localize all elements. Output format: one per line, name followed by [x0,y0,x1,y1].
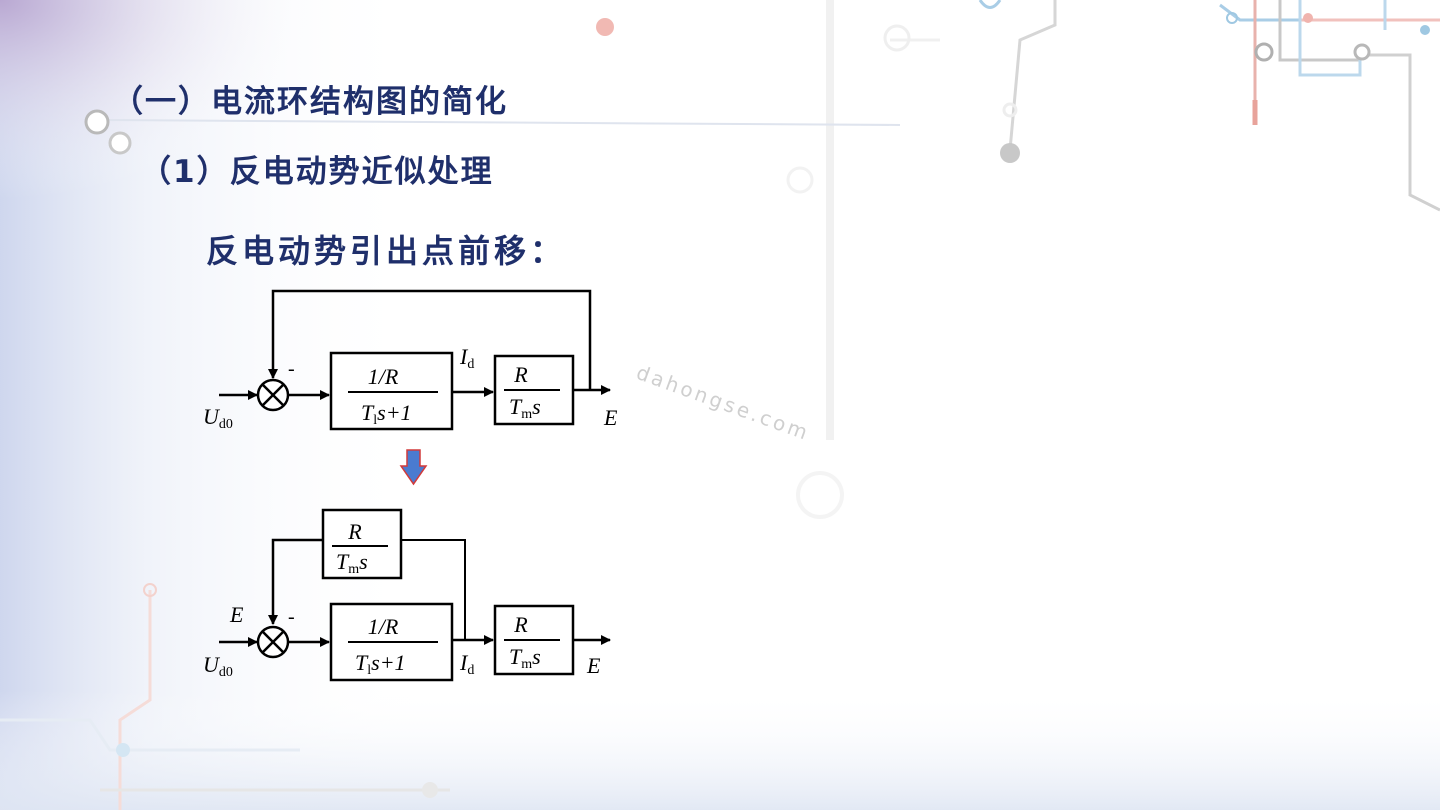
bottom-feedback-line-left [268,538,323,625]
bottom-block2-numerator: R [513,612,528,637]
bottom-block-diagram: R Tms - E 1/R Tls+1 Id R Tms E [203,508,611,682]
bottom-feedback-block [321,508,403,580]
bottom-current-label: Id [459,650,474,678]
top-block1-denominator: Tls+1 [361,400,412,428]
top-block-diagram: - 1/R Tls+1 Id R Tms E Ud0 [203,289,618,432]
bottom-feedback-numerator: R [347,519,362,544]
slide-title: （一）电流环结构图的简化 [112,84,508,120]
bottom-feedback-input-label: E [229,602,244,627]
section-title: （1）反电动势近似处理 [140,154,494,190]
circuit-nodes [84,12,1430,798]
top-current-label: Id [459,344,474,372]
bottom-output-label: E [586,653,601,678]
top-block2-numerator: R [513,362,528,387]
top-input-label: Ud0 [203,404,233,432]
watermark: dahongse.com [633,360,813,445]
bottom-summing-junction [256,625,290,659]
bottom-block1-denominator: Tls+1 [355,650,406,678]
bottom-block2-denominator: Tms [509,644,541,672]
top-summing-junction [256,378,290,412]
bottom-feedback-line-right [401,539,466,640]
bottom-minus-sign: - [288,606,295,628]
top-feedback-line [268,289,592,390]
top-block1-numerator: 1/R [368,364,399,389]
down-arrow-icon [399,449,428,486]
top-minus-sign: - [288,358,295,380]
top-output-label: E [603,405,618,430]
bottom-block1-numerator: 1/R [368,614,399,639]
top-block2-denominator: Tms [509,394,541,422]
step-title: 反电动势引出点前移： [206,232,567,270]
bottom-input-label: Ud0 [203,652,233,680]
bottom-feedback-denominator: Tms [336,549,368,577]
